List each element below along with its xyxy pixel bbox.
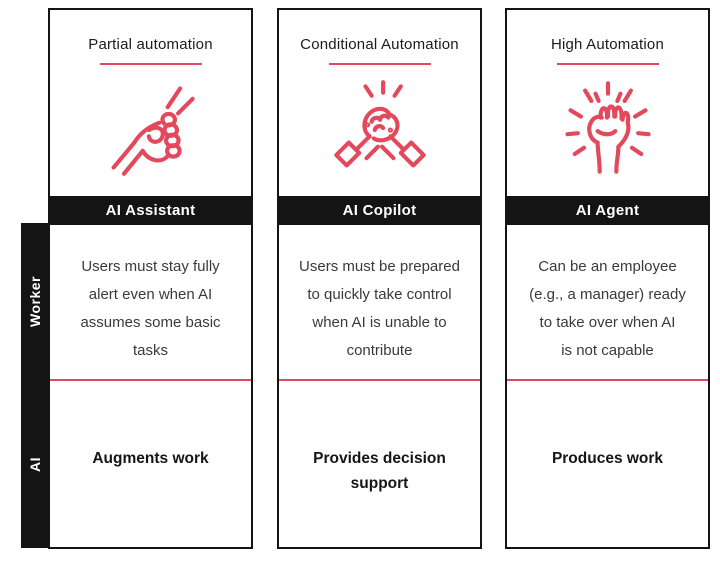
- banner-ai-assistant: AI Assistant: [48, 196, 253, 225]
- body-line: alert even when AI: [88, 286, 213, 303]
- body-line: Users must stay fully: [81, 258, 220, 275]
- raised-fist-icon: [507, 73, 708, 183]
- bottom-label: Augments work: [50, 446, 251, 471]
- column-body: Users must stay fully alert even when AI…: [50, 253, 251, 365]
- column-title: High Automation: [550, 36, 665, 53]
- title-underline: [328, 63, 431, 65]
- body-line: to take over when AI: [539, 314, 676, 331]
- bottom-label: Produces work: [507, 446, 708, 471]
- sidebar-worker-segment: Worker: [21, 223, 48, 380]
- title-underline: [556, 63, 659, 65]
- bottom-label-line: Augments work: [92, 450, 209, 467]
- sidebar: Worker AI: [21, 223, 48, 548]
- body-line: assumes some basic: [80, 314, 221, 331]
- sidebar-ai-segment: AI: [21, 380, 48, 548]
- column-body: Users must be prepared to quickly take c…: [279, 253, 480, 365]
- body-line: contribute: [346, 342, 413, 359]
- body-line: (e.g., a manager) ready: [529, 286, 686, 303]
- body-line: to quickly take control: [307, 286, 452, 303]
- column-ai-copilot: Conditional Automation: [277, 8, 482, 549]
- banner-ai-agent: AI Agent: [505, 196, 710, 225]
- ai-label: AI: [26, 456, 43, 472]
- column-ai-assistant: Partial automation AI Assistant Users mu…: [48, 8, 253, 549]
- column-body: Can be an employee (e.g., a manager) rea…: [507, 253, 708, 365]
- body-line: Can be an employee: [538, 258, 677, 275]
- bottom-label-line: support: [350, 475, 409, 492]
- red-divider: [507, 379, 708, 381]
- bottom-label: Provides decision support: [279, 446, 480, 496]
- column-title: Partial automation: [88, 36, 213, 53]
- clasped-hands-icon: [279, 73, 480, 183]
- bottom-label-line: Produces work: [551, 450, 664, 467]
- bottom-label-line: Provides decision: [313, 450, 446, 467]
- column-title: Conditional Automation: [300, 36, 459, 53]
- worker-label: Worker: [26, 276, 43, 327]
- body-line: is not capable: [561, 342, 654, 359]
- title-underline: [99, 63, 202, 65]
- red-divider: [279, 379, 480, 381]
- helping-hand-icon: [50, 73, 251, 183]
- red-divider: [50, 379, 251, 381]
- body-line: tasks: [132, 342, 168, 359]
- body-line: Users must be prepared: [299, 258, 460, 275]
- column-ai-agent: High Automation: [505, 8, 710, 549]
- body-line: when AI is unable to: [312, 314, 447, 331]
- banner-ai-copilot: AI Copilot: [277, 196, 482, 225]
